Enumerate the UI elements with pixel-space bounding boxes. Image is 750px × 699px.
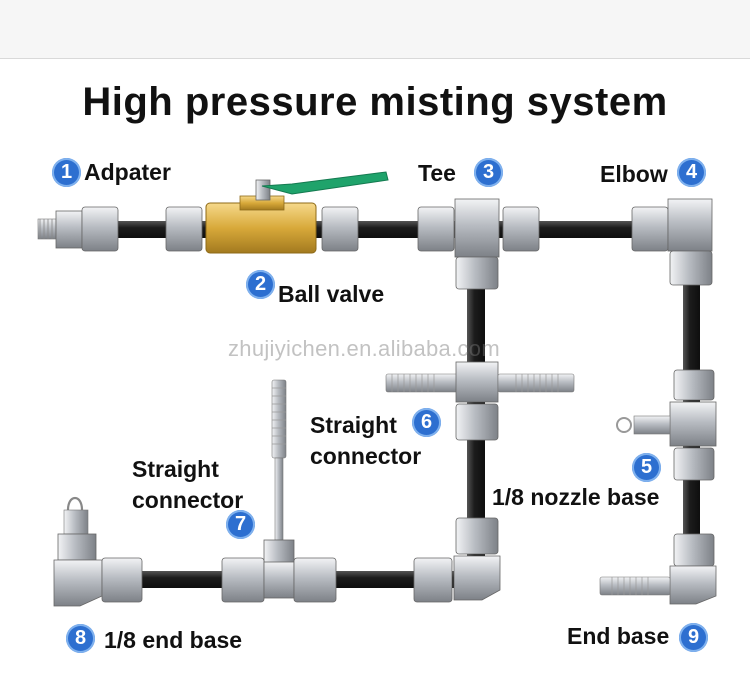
callout-label-nozzle-base: 1/8 nozzle base xyxy=(492,484,660,510)
callout-label-adapter: Adpater xyxy=(84,159,171,185)
callout-label-end-base: End base xyxy=(567,623,670,649)
callout-badge-1: 1 xyxy=(52,158,81,187)
callout-label-straight-connector-7: Straight connector xyxy=(132,456,244,513)
callout-label-ball-valve: Ball valve xyxy=(278,281,385,307)
callout-label-straight-connector-6: Straight connector xyxy=(310,412,422,469)
ball-valve xyxy=(205,171,389,254)
callout-badge-8: 8 xyxy=(66,624,95,653)
middle-nozzle-tee xyxy=(385,361,575,441)
callout-badge-6: 6 xyxy=(412,408,441,437)
callout-badge-7: 7 xyxy=(226,510,255,539)
diagram-title: High pressure misting system xyxy=(82,80,668,124)
hoses xyxy=(40,221,710,592)
end-base-fitting xyxy=(599,533,717,605)
callout-badge-2: 2 xyxy=(246,270,275,299)
top-band xyxy=(0,0,750,59)
callout-badge-5: 5 xyxy=(632,453,661,482)
nozzle-base-fitting xyxy=(616,369,717,481)
bottom-elbow-fitting xyxy=(413,517,501,603)
tee-fitting xyxy=(417,198,540,290)
callout-label-elbow: Elbow xyxy=(600,161,668,187)
end-base-left-fitting xyxy=(53,496,143,607)
elbow-fitting xyxy=(631,198,713,286)
hose xyxy=(40,221,710,238)
callout-label-end-base-1-8: 1/8 end base xyxy=(104,627,243,653)
watermark-text: zhujiyichen.en.alibaba.com xyxy=(228,336,500,361)
callout-badge-3: 3 xyxy=(474,158,503,187)
callout-label-tee: Tee xyxy=(418,160,456,186)
callout-badge-9: 9 xyxy=(679,623,708,652)
adapter-fitting xyxy=(37,206,203,252)
callout-badge-4: 4 xyxy=(677,158,706,187)
straight-connector-nozzle xyxy=(221,379,337,603)
